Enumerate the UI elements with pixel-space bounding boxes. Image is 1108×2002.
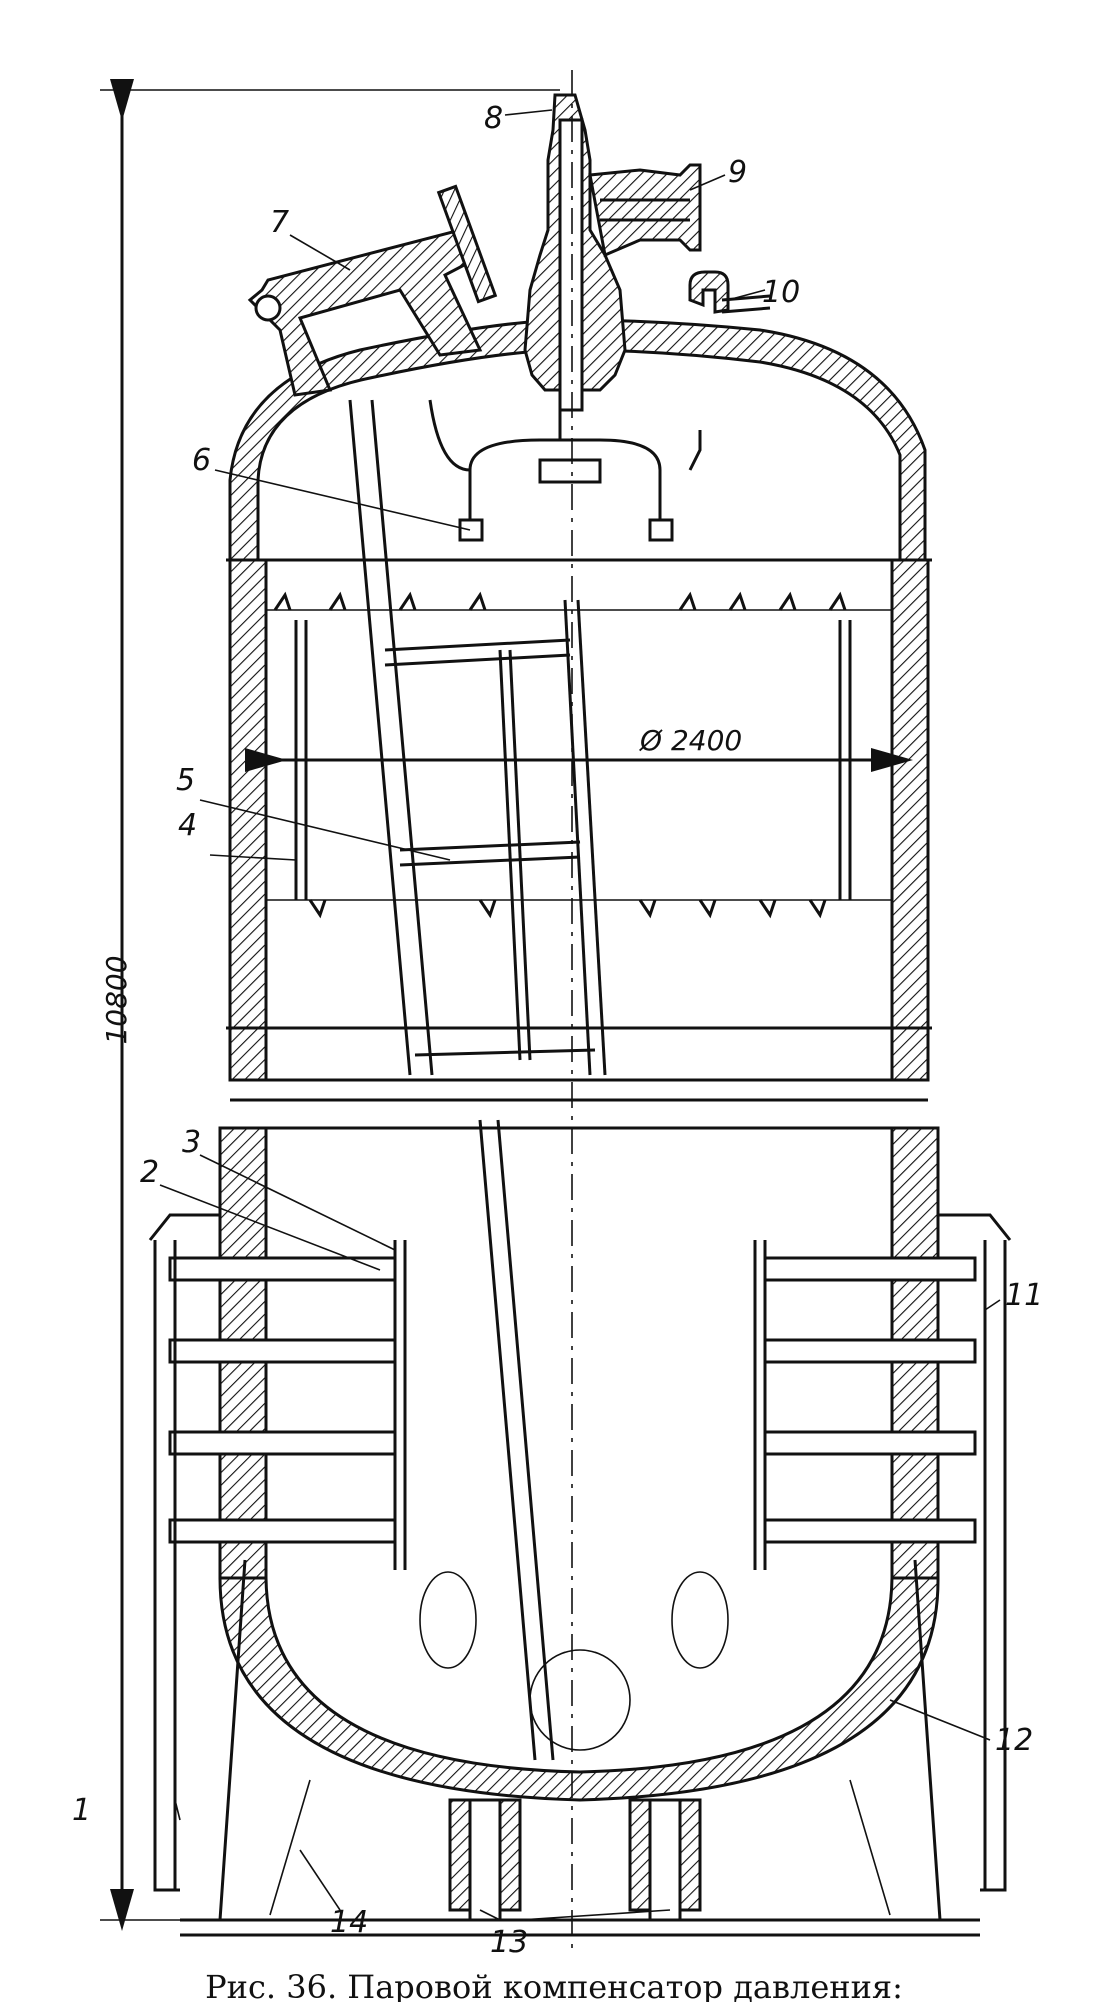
level-pipe — [688, 270, 730, 314]
label-10: 10 — [762, 275, 800, 310]
heater-bolts — [168, 1256, 977, 1544]
label-2: 2 — [140, 1155, 159, 1190]
baffle-teeth-bottom — [308, 899, 827, 919]
manhole-nozzle — [247, 228, 483, 397]
label-5: 5 — [176, 763, 195, 798]
height-dimension-text: 10800 — [100, 955, 133, 1044]
ladder — [348, 399, 607, 1076]
heater-jacket — [148, 1213, 1012, 1892]
label-7: 7 — [270, 205, 289, 240]
bottom-head — [218, 1576, 940, 1802]
safety-branch — [588, 163, 702, 258]
leader-lines — [159, 109, 1001, 1921]
label-9: 9 — [728, 155, 747, 190]
label-11: 11 — [1005, 1278, 1043, 1313]
diameter-dimension-text: Ø 2400 — [639, 724, 742, 757]
label-12: 12 — [995, 1723, 1033, 1758]
label-1: 1 — [72, 1793, 91, 1828]
spray-manifold — [428, 399, 702, 542]
label-6: 6 — [192, 443, 211, 478]
baffle-teeth-top — [273, 591, 847, 611]
label-13: 13 — [490, 1925, 528, 1960]
upper-shell-left-wall — [228, 558, 268, 1082]
upper-shell-right-wall — [890, 558, 930, 1082]
figure-caption: Рис. 36. Паровой компенсатор давления: — [205, 1968, 903, 2002]
label-14: 14 — [330, 1905, 368, 1940]
label-3: 3 — [182, 1125, 201, 1160]
label-8: 8 — [484, 101, 503, 136]
label-4: 4 — [178, 808, 197, 843]
